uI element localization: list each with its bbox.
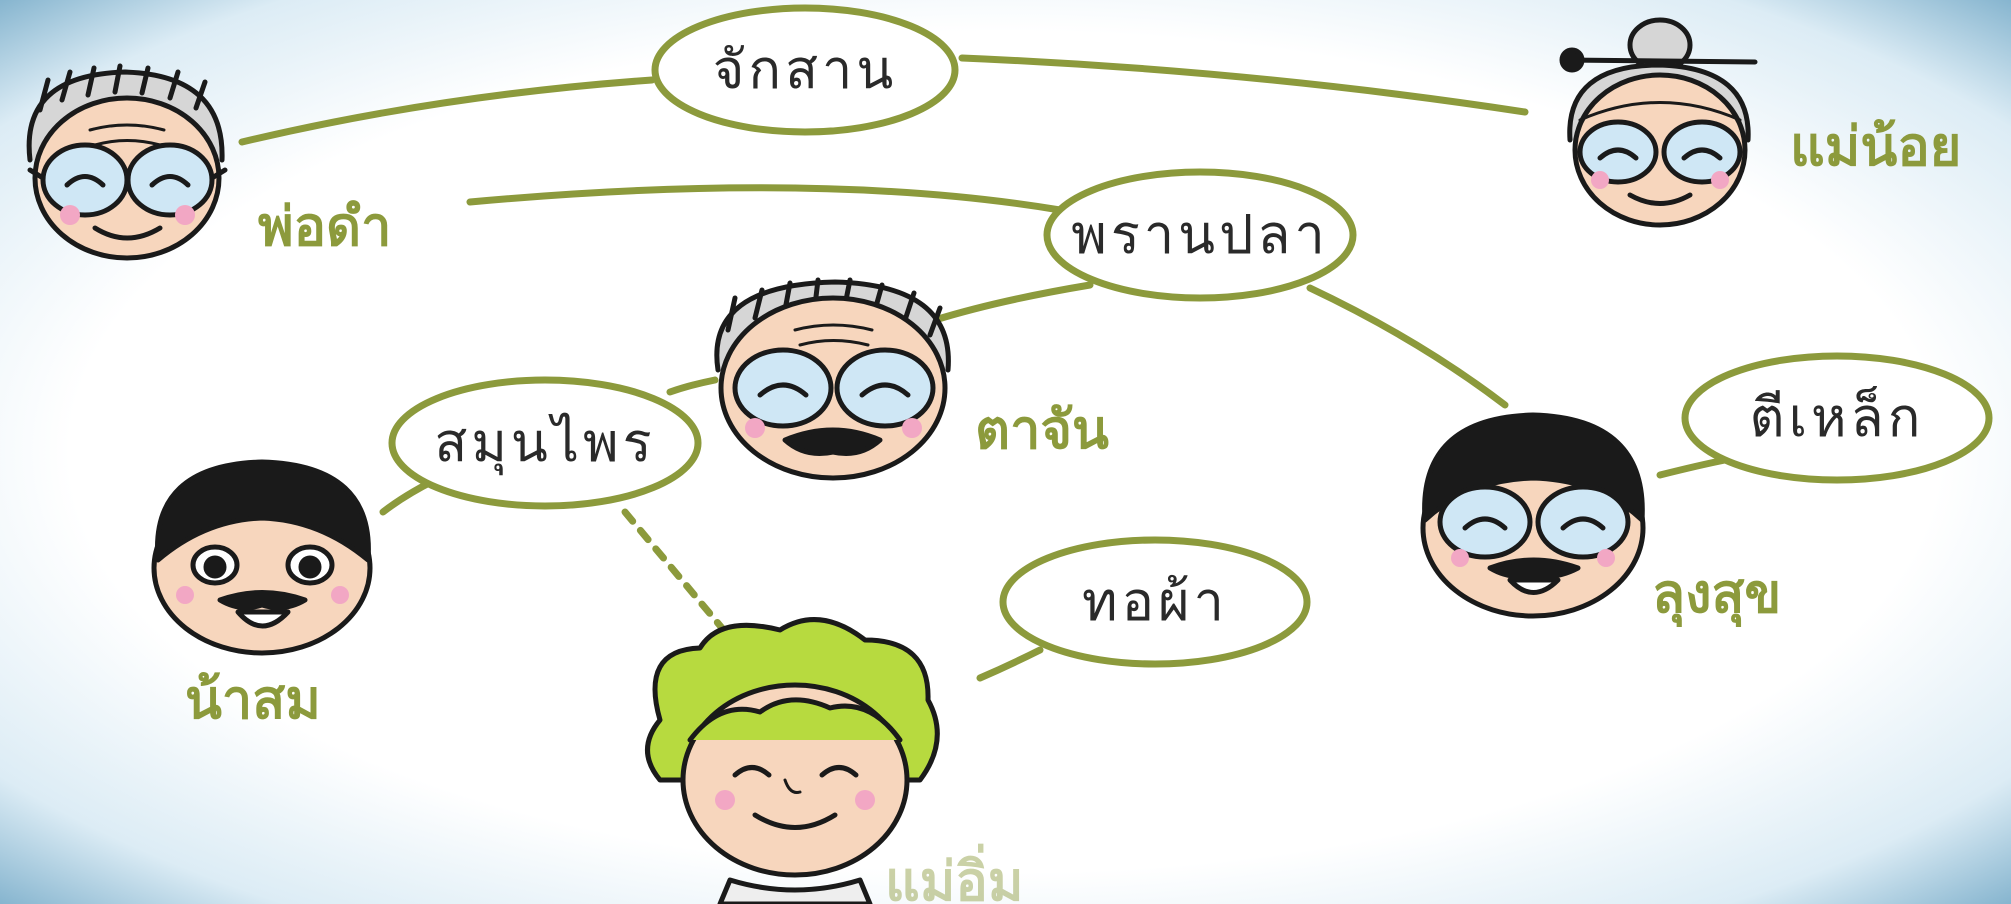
face-maeim-avatar xyxy=(645,617,940,904)
face-maenoi-avatar xyxy=(1559,17,1758,228)
connector-tajan-samunprai xyxy=(666,376,719,396)
skill-label-teelek: ตีเหล็ก xyxy=(1750,386,1925,449)
skill-bubble-samunprai xyxy=(388,376,702,510)
skill-label-pranpla: พรานปลา xyxy=(1071,203,1329,266)
skill-label-thopha: ทอผ้า xyxy=(1082,570,1228,633)
skill-bubble-teelek xyxy=(1681,352,1993,484)
connector-pranpla-lungsuk xyxy=(1306,284,1509,409)
skill-bubbles xyxy=(388,4,1993,668)
skill-bubble-thopha xyxy=(999,536,1311,668)
connector-lines xyxy=(238,54,1729,682)
name-nasom: น้าสม xyxy=(185,668,321,731)
connector-jaksan-maenoi xyxy=(958,54,1529,116)
connector-maeim-thopha xyxy=(976,646,1044,682)
skill-bubble-pranpla xyxy=(1043,168,1357,302)
connector-pranpla-tajan xyxy=(931,281,1094,324)
connector-phodam-pranpla xyxy=(466,184,1064,214)
connector-lungsuk-teelek xyxy=(1656,456,1729,479)
name-phodam: พ่อดำ xyxy=(258,195,391,258)
person-faces xyxy=(26,17,1758,904)
face-phodam-avatar xyxy=(26,63,228,261)
name-maeim: แม่อิ่ม xyxy=(885,843,1023,904)
skill-bubble-jaksan xyxy=(651,4,959,136)
name-maenoi: แม่น้อย xyxy=(1790,115,1961,178)
face-tajan-avatar xyxy=(714,277,951,481)
skill-label-samunprai: สมุนไพร xyxy=(434,411,655,476)
skill-label-jaksan: จักสาน xyxy=(713,38,898,101)
connector-phodam-jaksan xyxy=(238,76,656,146)
face-lungsuk-avatar xyxy=(1420,412,1646,619)
connector-samunprai-maeim-dotted xyxy=(621,508,736,644)
name-lungsuk: ลุงสุข xyxy=(1652,562,1781,628)
skill-labels: จักสาน พรานปลา สมุนไพร ตีเหล็ก ทอผ้า xyxy=(434,38,1925,633)
name-tajan: ตาจัน xyxy=(975,398,1109,461)
face-nasom-avatar xyxy=(151,459,373,656)
person-names: พ่อดำ แม่น้อย ตาจัน น้าสม ลุงสุข แม่อิ่ม xyxy=(185,115,1961,904)
